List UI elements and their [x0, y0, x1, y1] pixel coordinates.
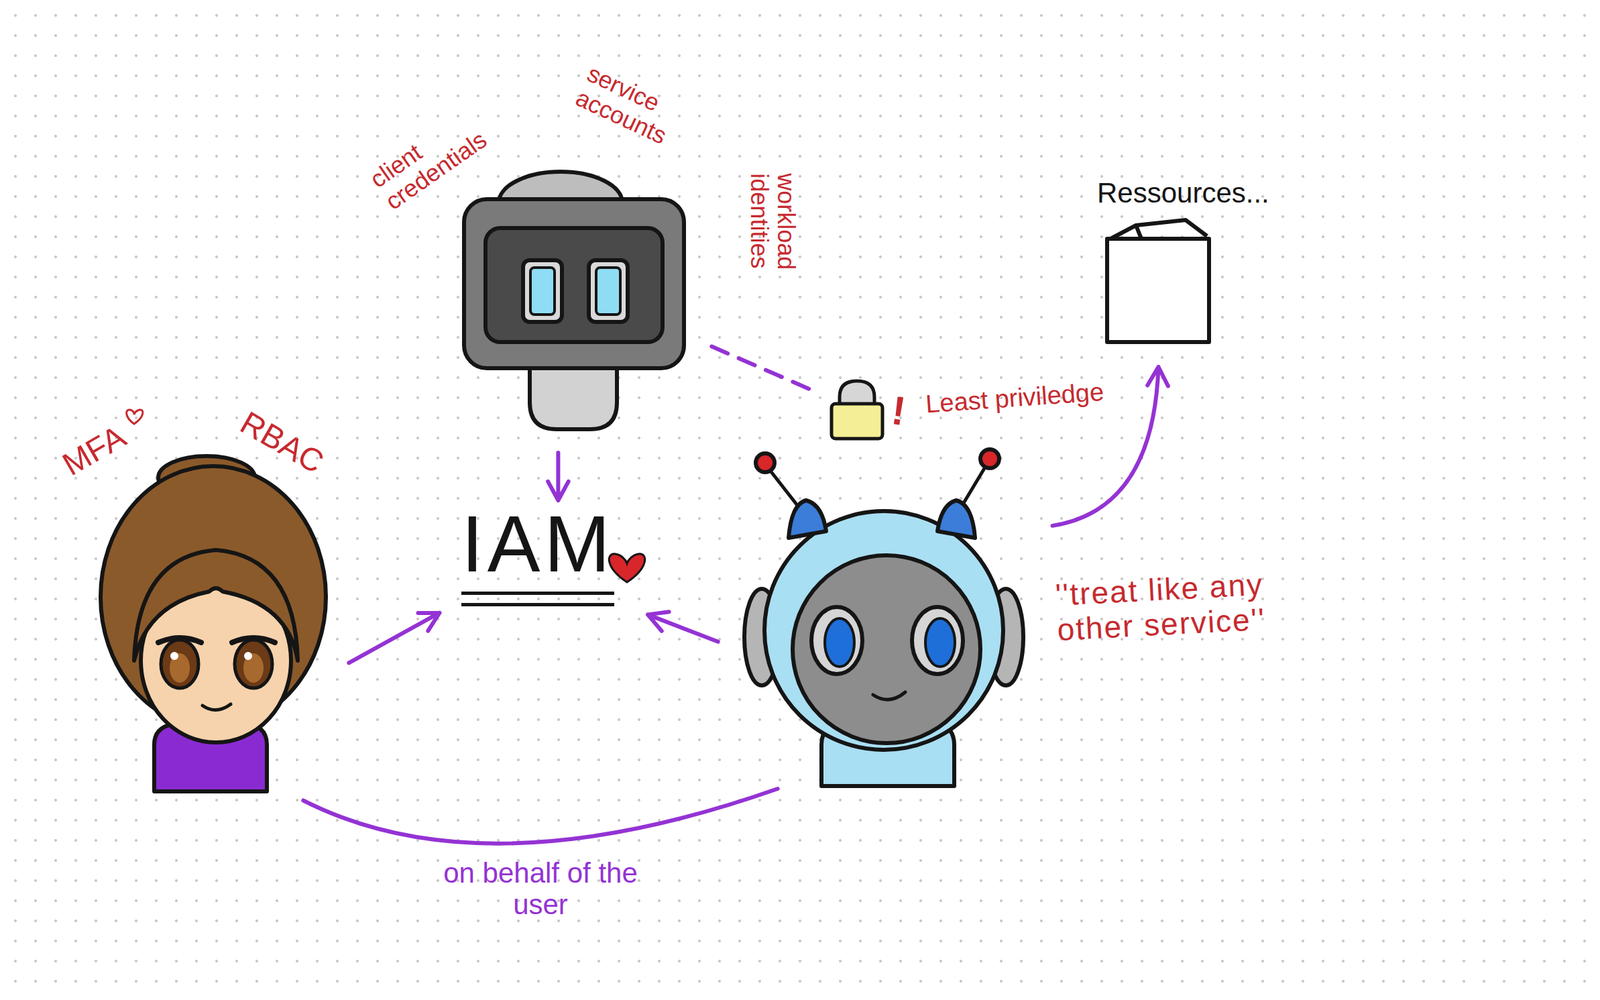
book-figure [1107, 219, 1210, 342]
resource-book: Ressources... [1093, 175, 1288, 347]
agent-robot-figure [744, 449, 1024, 786]
handwritten-label: client credentials [365, 82, 524, 216]
connector [547, 452, 569, 501]
handwritten-label: MFA [56, 418, 132, 483]
handwritten-label: Least priviledge [924, 376, 1108, 418]
lock-icon: Least priviledge [831, 380, 883, 440]
hub-title: IAM [461, 504, 615, 584]
service-robot: client credentialsservice accountsworklo… [459, 173, 684, 430]
user-figure [100, 455, 326, 792]
connector [348, 612, 440, 664]
connector [303, 788, 778, 844]
connector [647, 611, 719, 642]
handwritten-label: ''treat like any other service'' [1054, 564, 1313, 648]
handwritten-label: RBAC [234, 404, 330, 481]
handwritten-label: service accounts [571, 59, 716, 166]
double-underline [461, 591, 615, 607]
lock-figure [831, 380, 883, 439]
service-robot-figure [464, 171, 684, 430]
handwritten-label: Ressources... [1097, 177, 1270, 209]
iam-hub: IAM [455, 504, 620, 609]
handwritten-label: workload identities [745, 173, 800, 328]
ai-agent-robot: ''treat like any other service'' [743, 449, 1025, 786]
edge-label: on behalf of the user [433, 856, 648, 921]
dashed-connector [711, 346, 819, 393]
exclamation-mark: ! [888, 386, 908, 434]
user-avatar: MFARBAC [97, 459, 327, 792]
